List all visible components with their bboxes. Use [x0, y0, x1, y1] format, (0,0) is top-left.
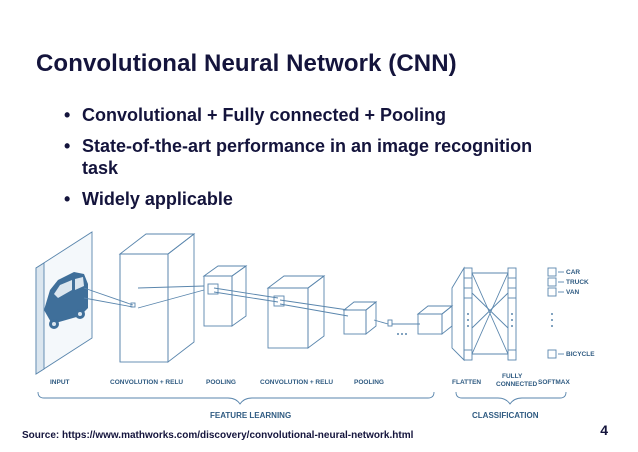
- group-feature-learning: FEATURE LEARNING: [210, 411, 291, 420]
- class-car: CAR: [566, 269, 580, 276]
- group-classification: CLASSIFICATION: [472, 411, 539, 420]
- bullet-text: Widely applicable: [82, 189, 233, 209]
- softmax-layer: [547, 267, 564, 359]
- label-input: INPUT: [50, 379, 70, 386]
- feature-learning-bracket: [37, 391, 435, 405]
- bullet-item: • Widely applicable: [64, 188, 534, 210]
- conv1-block: [118, 233, 196, 363]
- label-conv2: CONVOLUTION + RELU: [260, 379, 333, 386]
- conv2-block: [266, 275, 326, 349]
- label-fc-line1: FULLY: [502, 373, 523, 380]
- bullet-item: • Convolutional + Fully connected + Pool…: [64, 104, 534, 126]
- class-bicycle: BICYCLE: [566, 351, 595, 358]
- label-pool1: POOLING: [206, 379, 236, 386]
- slide-title: Convolutional Neural Network (CNN): [36, 50, 457, 77]
- bullet-text: State-of-the-art performance in an image…: [82, 136, 533, 178]
- car-icon: [44, 272, 88, 329]
- bullet-text: Convolutional + Fully connected + Poolin…: [82, 105, 447, 125]
- pool2-block: [342, 301, 378, 335]
- label-fc-line2: CONNECTED: [496, 381, 537, 388]
- bullet-marker: •: [64, 189, 71, 209]
- label-conv1: CONVOLUTION + RELU: [110, 379, 183, 386]
- classification-bracket: [455, 391, 567, 405]
- source-citation: Source: https://www.mathworks.com/discov…: [22, 430, 414, 441]
- ellipsis-dots: [397, 313, 553, 335]
- label-softmax: SOFTMAX: [538, 379, 570, 386]
- bullet-marker: •: [64, 105, 71, 125]
- bullet-list: • Convolutional + Fully connected + Pool…: [64, 104, 534, 219]
- pool1-block: [202, 265, 248, 327]
- label-pool2: POOLING: [354, 379, 384, 386]
- bullet-marker: •: [64, 136, 71, 156]
- cnn-diagram: INPUT CONVOLUTION + RELU POOLING CONVOLU…: [35, 231, 595, 420]
- fc-layer: [507, 267, 517, 361]
- label-flatten: FLATTEN: [452, 379, 481, 386]
- flatten-layer: [451, 266, 473, 362]
- page-number: 4: [600, 422, 608, 438]
- class-van: VAN: [566, 289, 580, 296]
- bullet-item: • State-of-the-art performance in an ima…: [64, 135, 534, 179]
- class-truck: TRUCK: [566, 279, 589, 286]
